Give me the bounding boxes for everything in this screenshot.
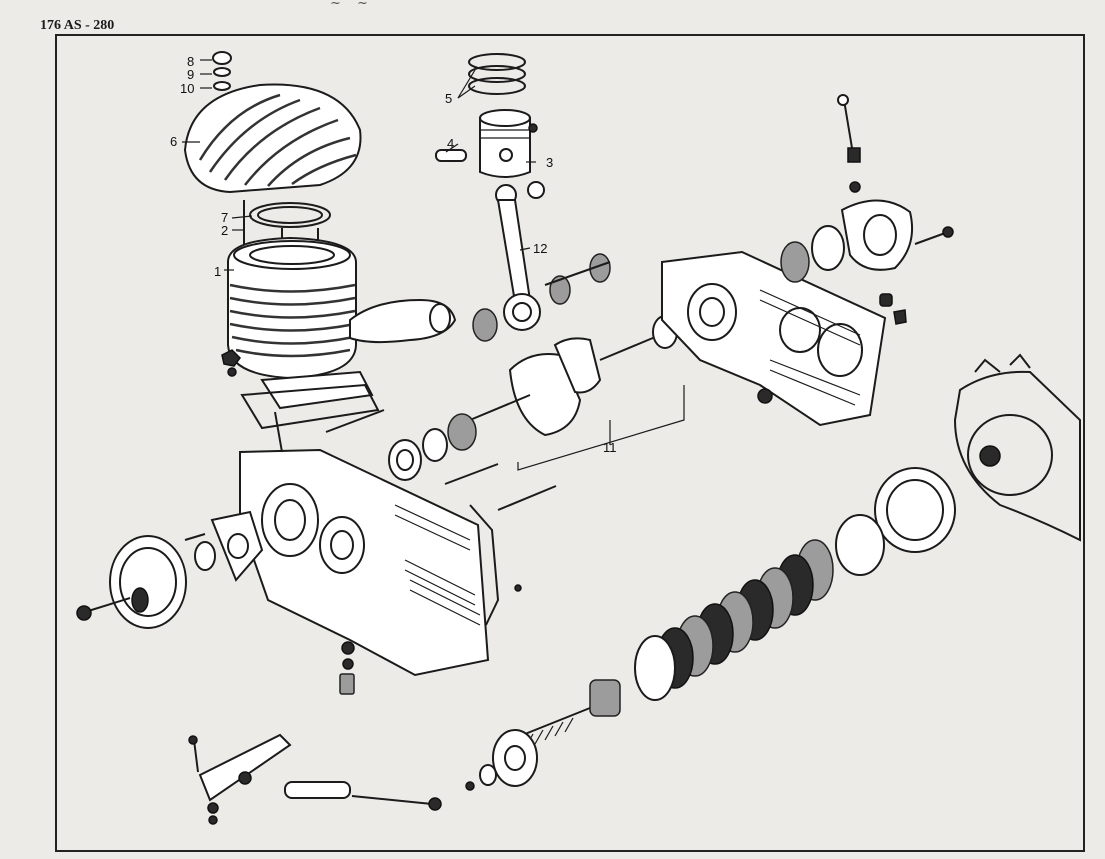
label-7: 7 [221,210,228,225]
crankshaft-assembly [388,309,698,481]
drive-sprocket-flywheel [76,510,264,629]
outer-casing-partial [953,353,1081,542]
right-crankcase-half [661,250,907,427]
label-8: 8 [187,54,194,69]
label-11: 11 [603,440,617,455]
handwritten-scribble: ~ ~ [330,0,374,11]
label-2: 2 [221,223,228,238]
cylinder-barrel [221,200,457,430]
clutch-plate-stack [519,467,956,749]
label-4: 4 [447,136,454,151]
piston-assembly [435,53,538,178]
label-3: 3 [546,155,553,170]
clutch-release-linkage [188,729,538,825]
leader-lines [182,59,536,271]
head-gasket [249,202,331,228]
cylinder-head [183,51,362,194]
label-9: 9 [187,67,194,82]
part-labels: 8 9 10 6 7 2 1 5 4 3 12 11 [170,54,617,455]
label-12: 12 [533,241,547,256]
left-crankcase-half [239,409,557,695]
label-1: 1 [214,264,221,279]
page-reference: 176 AS - 280 [40,18,115,33]
diagram-frame [55,34,1085,852]
label-10: 10 [180,81,194,96]
bearing-housing [780,94,954,283]
label-5: 5 [445,91,452,106]
connecting-rod [472,181,611,342]
label-6: 6 [170,134,177,149]
